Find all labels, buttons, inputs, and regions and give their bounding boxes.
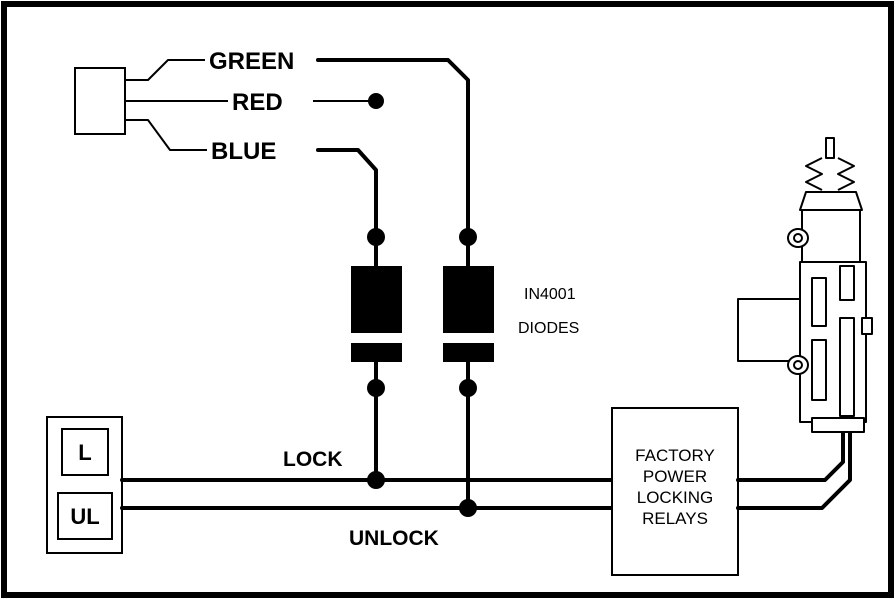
unlock-junction [459,499,477,517]
lock-line-label: LOCK [283,448,343,471]
unlock-line-label: UNLOCK [349,527,439,550]
door-lock-actuator [737,137,873,433]
diode-1-top-terminal [367,228,385,246]
actuator-boot-left [805,157,823,191]
actuator-tab [861,317,873,335]
diode-1-bottom-terminal [367,379,385,397]
actuator-rail-upper [839,265,855,301]
actuator-base [811,417,865,433]
diode-2-bottom-terminal [459,379,477,397]
blue-wire-label: BLUE [211,138,276,165]
actuator-inner-slot-lower [811,339,827,401]
actuator-mount-bottom-hole [793,360,803,370]
lock-junction [367,471,385,489]
actuator-rod [825,137,835,159]
actuator-inner-slot-upper [811,277,827,327]
factory-relay-box [611,407,739,576]
lock-key-label: L [78,440,91,465]
unlock-key-label: UL [70,504,99,529]
relay-line-1: FACTORY [635,446,715,465]
diode-1-cathode-band [351,333,402,343]
diode-part-label: IN4001 [524,286,576,303]
wire-connector [74,67,126,135]
diode-2-cathode-band [443,333,494,343]
actuator-side-housing [737,298,803,362]
actuator-boot-right [837,157,855,191]
lock-key [61,428,109,476]
diode-1-body [351,266,402,362]
actuator-rail-lower [839,317,855,417]
connector-lead-blue [125,119,207,151]
red-wire-end [368,93,384,109]
actuator-housing [799,261,867,423]
actuator-cap [799,191,863,211]
diode-label: DIODES [518,320,579,337]
relay-output-unlock [736,428,852,510]
diode-2-body [443,266,494,362]
unlock-key [57,492,113,540]
red-wire-label: RED [232,89,283,116]
actuator-mount-top-hole [793,233,803,243]
diode-2-top-terminal [459,228,477,246]
relay-line-4: RELAYS [642,509,708,528]
relay-line-3: LOCKING [637,488,714,507]
relay-line-2: POWER [643,467,707,486]
relay-output-lock [736,428,845,482]
green-wire-label: GREEN [209,48,294,75]
actuator-neck [801,209,861,263]
connector-lead-green [125,59,205,81]
